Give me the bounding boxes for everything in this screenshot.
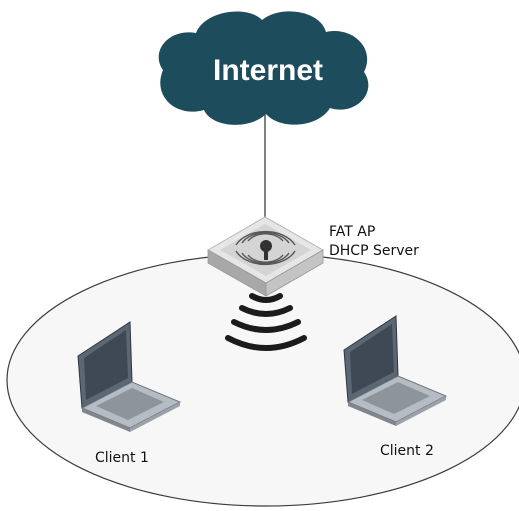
ap-name-label: FAT AP <box>329 224 375 240</box>
wireless-signal-icon <box>225 293 307 351</box>
ap-role-label: DHCP Server <box>329 243 419 259</box>
access-point-icon <box>206 216 325 297</box>
client-2-label: Client 2 <box>380 443 434 459</box>
internet-cloud-icon: Internet <box>158 11 369 125</box>
cloud-label: Internet <box>213 54 323 87</box>
laptop-icon <box>343 315 448 426</box>
laptop-icon <box>77 321 182 432</box>
client-1-label: Client 1 <box>95 450 149 466</box>
